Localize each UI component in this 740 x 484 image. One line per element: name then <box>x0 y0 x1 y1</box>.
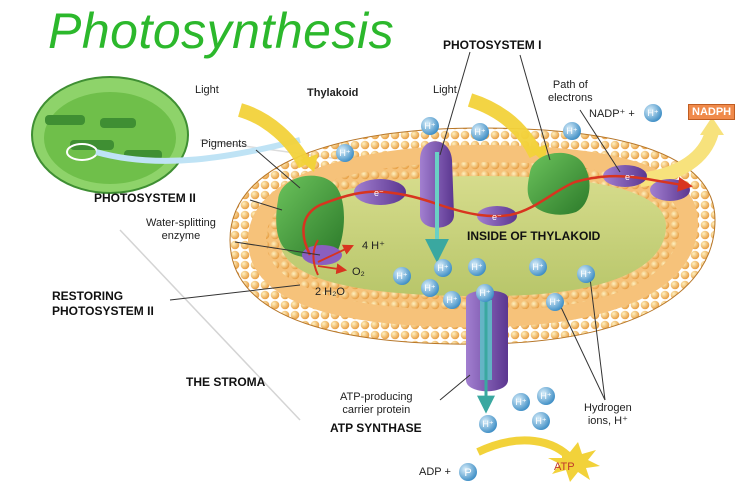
svg-text:H⁺: H⁺ <box>474 127 485 137</box>
electron-label: e⁻ <box>492 212 502 222</box>
h-ion: H⁺ <box>577 265 595 283</box>
label-path-of-electrons: Path of electrons <box>548 79 593 105</box>
svg-text:H⁺: H⁺ <box>482 419 493 429</box>
label-photosystem-ii: PHOTOSYSTEM II <box>94 191 196 206</box>
svg-text:H⁺: H⁺ <box>396 271 407 281</box>
phosphate-circle: P <box>459 463 477 481</box>
chloroplast-icon <box>32 77 188 193</box>
h-ion: H⁺ <box>434 259 452 277</box>
h-ion: H⁺ <box>529 258 547 276</box>
h-ion: H⁺ <box>644 104 662 122</box>
atp-label: ATP <box>554 461 575 473</box>
h-ion: H⁺ <box>443 291 461 309</box>
svg-text:H⁺: H⁺ <box>437 263 448 273</box>
label-restoring-photosystem-ii: RESTORING PHOTOSYSTEM II <box>52 289 154 319</box>
label-the-stroma: THE STROMA <box>186 375 265 390</box>
label-2h2o: 2 H₂O <box>315 286 345 299</box>
h-ion: H⁺ <box>336 144 354 162</box>
svg-text:H⁺: H⁺ <box>424 283 435 293</box>
svg-text:H⁺: H⁺ <box>566 126 577 136</box>
svg-text:H⁺: H⁺ <box>549 297 560 307</box>
label-light-right: Light <box>433 84 457 97</box>
h-ion: H⁺ <box>421 279 439 297</box>
h-ion: H⁺ <box>512 393 530 411</box>
h-ion: H⁺ <box>471 123 489 141</box>
svg-text:H⁺: H⁺ <box>532 262 543 272</box>
label-water-splitting-enzyme: Water-splitting enzyme <box>146 217 216 243</box>
electron-label: e⁻ <box>374 188 384 198</box>
h-ion: H⁺ <box>393 267 411 285</box>
svg-text:H⁺: H⁺ <box>339 148 350 158</box>
h-ion: H⁺ <box>421 117 439 135</box>
svg-text:P: P <box>464 467 471 479</box>
label-light-left: Light <box>195 84 219 97</box>
h-ion: H⁺ <box>476 284 494 302</box>
h-ion: H⁺ <box>546 293 564 311</box>
label-thylakoid: Thylakoid <box>307 87 358 100</box>
label-inside-of-thylakoid: INSIDE OF THYLAKOID <box>467 229 600 244</box>
label-4h: 4 H⁺ <box>362 240 385 253</box>
label-adp-plus: ADP + <box>419 466 451 479</box>
svg-text:H⁺: H⁺ <box>471 262 482 272</box>
svg-text:H⁺: H⁺ <box>424 121 435 131</box>
nadph-box: NADPH <box>688 104 735 120</box>
electron-label: e⁻ <box>625 172 635 182</box>
atp-curve-arrow <box>478 440 572 460</box>
label-pigments: Pigments <box>201 138 247 151</box>
label-hydrogen-ions: Hydrogen ions, H⁺ <box>584 402 632 428</box>
h-ion: H⁺ <box>479 415 497 433</box>
label-o2: O₂ <box>352 266 365 279</box>
svg-text:H⁺: H⁺ <box>535 416 546 426</box>
svg-text:H⁺: H⁺ <box>647 108 658 118</box>
h-ion: H⁺ <box>468 258 486 276</box>
svg-text:H⁺: H⁺ <box>446 295 457 305</box>
label-atp-synthase: ATP SYNTHASE <box>330 421 422 436</box>
h-ion: H⁺ <box>563 122 581 140</box>
svg-text:H⁺: H⁺ <box>479 288 490 298</box>
label-atp-producing-carrier: ATP-producing carrier protein <box>340 391 413 417</box>
label-photosystem-i: PHOTOSYSTEM I <box>443 38 541 53</box>
h-ion: H⁺ <box>537 387 555 405</box>
label-nadp-plus: NADP⁺ + <box>589 108 635 121</box>
svg-text:H⁺: H⁺ <box>540 391 551 401</box>
svg-text:H⁺: H⁺ <box>515 397 526 407</box>
svg-text:H⁺: H⁺ <box>580 269 591 279</box>
light-arrow <box>240 110 305 165</box>
h-ion: H⁺ <box>532 412 550 430</box>
